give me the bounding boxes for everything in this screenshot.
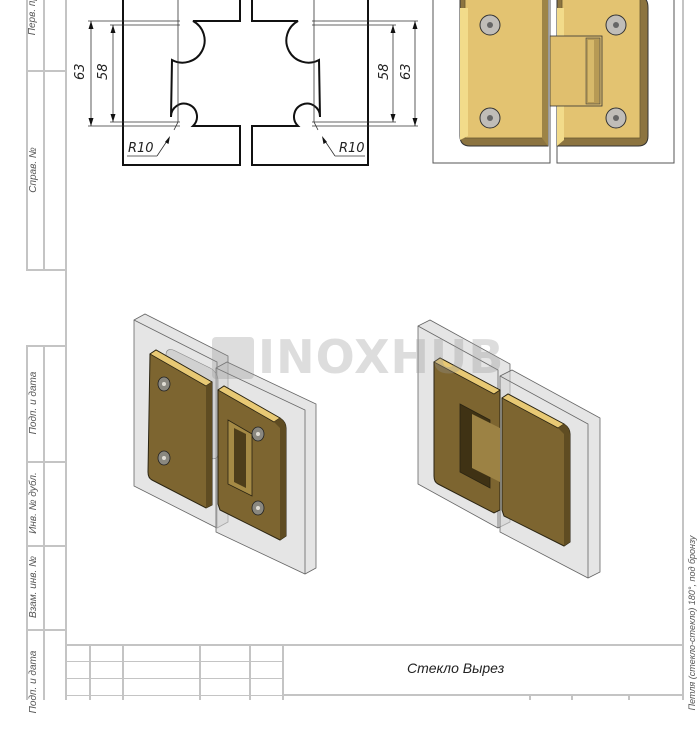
- dim-right-radius: R10: [339, 141, 365, 156]
- dim-left-radius: R10: [128, 141, 154, 156]
- dim-left-outer: 63: [73, 63, 88, 80]
- stamp-label-vzam-inv: Взам. инв. №: [28, 556, 39, 618]
- stamp-label-podp-2: Подп. и дата: [28, 650, 39, 714]
- hinge-isometric-view-back: [417, 319, 601, 579]
- dim-left-inner: 58: [96, 63, 111, 80]
- hinge-front-view: [432, 0, 675, 164]
- frame-left-border: [65, 0, 67, 700]
- hinge-isometric-view-front: [133, 313, 317, 575]
- document-title: Стекло Вырез: [407, 660, 505, 676]
- dim-right-outer: 63: [399, 63, 414, 80]
- watermark-logo: INOXHUB: [212, 330, 504, 384]
- dim-right-inner: 58: [377, 63, 392, 80]
- stamp-label-podp-1: Подп. и дата: [28, 371, 39, 435]
- frame-right-border: [682, 0, 684, 700]
- glass-cutout-drawing: 63 58 58 63 R10 R10: [73, 0, 418, 166]
- document-side-note: Петля (стекло-стекло) 180°, под бронзу: [687, 535, 697, 711]
